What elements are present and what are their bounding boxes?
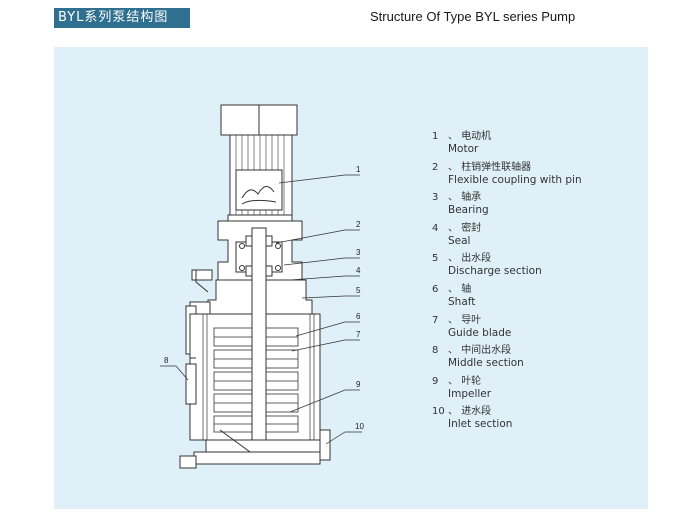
legend-separator: 、	[448, 222, 458, 234]
legend-item: 6 、 轴 Shaft	[432, 283, 642, 314]
callout-4: 4	[356, 266, 361, 275]
pump-shaft	[251, 227, 267, 451]
legend-cn-label: 导叶	[461, 314, 482, 326]
legend-number: 7	[432, 314, 439, 326]
legend-cn-label: 中间出水段	[461, 345, 512, 357]
legend-number: 8	[432, 345, 439, 357]
legend-item: 9 、 叶轮 Impeller	[432, 375, 642, 406]
legend-number: 3	[432, 192, 439, 204]
legend-item: 5 、 出水段 Discharge section	[432, 252, 642, 283]
legend-en-label: Middle section	[448, 357, 524, 370]
legend-separator: 、	[448, 314, 458, 326]
legend-cn-label: 轴	[461, 283, 472, 295]
legend-number: 4	[432, 222, 439, 234]
legend-separator: 、	[448, 406, 458, 418]
legend-cn-label: 进水段	[461, 406, 492, 418]
legend-number: 10	[432, 406, 445, 418]
callout-10: 10	[355, 422, 364, 431]
callout-3: 3	[356, 248, 361, 257]
legend-item: 7 、 导叶 Guide blade	[432, 314, 642, 345]
callout-2: 2	[356, 220, 361, 229]
legend-separator: 、	[448, 131, 458, 142]
legend-item: 3 、 轴承 Bearing	[432, 191, 642, 222]
header-badge: BYL系列泵结构图	[54, 8, 190, 28]
legend-separator: 、	[448, 345, 458, 357]
legend-en-label: Motor	[448, 143, 479, 155]
legend-cn-label: 轴承	[461, 192, 482, 204]
legend-cn-label: 出水段	[461, 253, 492, 265]
callout-8: 8	[164, 356, 169, 365]
legend-separator: 、	[448, 161, 458, 173]
legend-number: 2	[432, 161, 439, 173]
legend-item: 4 、 密封 Seal	[432, 222, 642, 253]
callout-6: 6	[356, 312, 361, 321]
tie-rods	[202, 314, 315, 440]
legend-cn-label: 叶轮	[461, 375, 482, 387]
callout-labels: 1 2 3 4 5 6 7 8 9 10	[164, 165, 364, 431]
callout-1: 1	[356, 165, 361, 174]
legend-cn-label: 柱销弹性联轴器	[461, 161, 532, 173]
callout-5: 5	[356, 286, 361, 295]
legend-number: 5	[432, 253, 439, 265]
legend-en-label: Impeller	[448, 387, 492, 400]
leader-lines	[160, 174, 362, 445]
parts-legend: 1 、 电动机 Motor 2 、 柱销弹性联轴器 Flexible couplin…	[432, 130, 642, 436]
legend-number: 1	[432, 131, 439, 142]
legend-item: 10、 进水段 Inlet section	[432, 405, 642, 436]
legend-separator: 、	[448, 375, 458, 387]
legend-en-label: Guide blade	[448, 326, 512, 339]
callout-9: 9	[356, 380, 361, 389]
legend-en-label: Bearing	[448, 204, 489, 217]
inlet-base	[179, 429, 331, 469]
motor-drawing	[220, 104, 298, 222]
legend-separator: 、	[448, 283, 458, 295]
legend-number: 9	[432, 375, 439, 387]
legend-en-label: Discharge section	[448, 265, 542, 278]
legend-separator: 、	[448, 253, 458, 265]
legend-number: 6	[432, 283, 439, 295]
legend-en-label: Inlet section	[448, 418, 513, 431]
legend-en-label: Shaft	[448, 295, 476, 308]
legend-cn-label: 密封	[461, 222, 482, 234]
legend-item: 2 、 柱销弹性联轴器 Flexible coupling with pin	[432, 161, 642, 192]
page-title: Structure Of Type BYL series Pump	[370, 9, 576, 24]
legend-item: 8 、 中间出水段 Middle section	[432, 344, 642, 375]
legend-en-label: Seal	[448, 234, 471, 247]
legend-separator: 、	[448, 192, 458, 204]
callout-7: 7	[356, 330, 361, 339]
legend-en-label: Flexible coupling with pin	[448, 173, 582, 186]
legend-cn-label: 电动机	[461, 131, 492, 142]
legend-item: 1 、 电动机 Motor	[432, 130, 642, 161]
